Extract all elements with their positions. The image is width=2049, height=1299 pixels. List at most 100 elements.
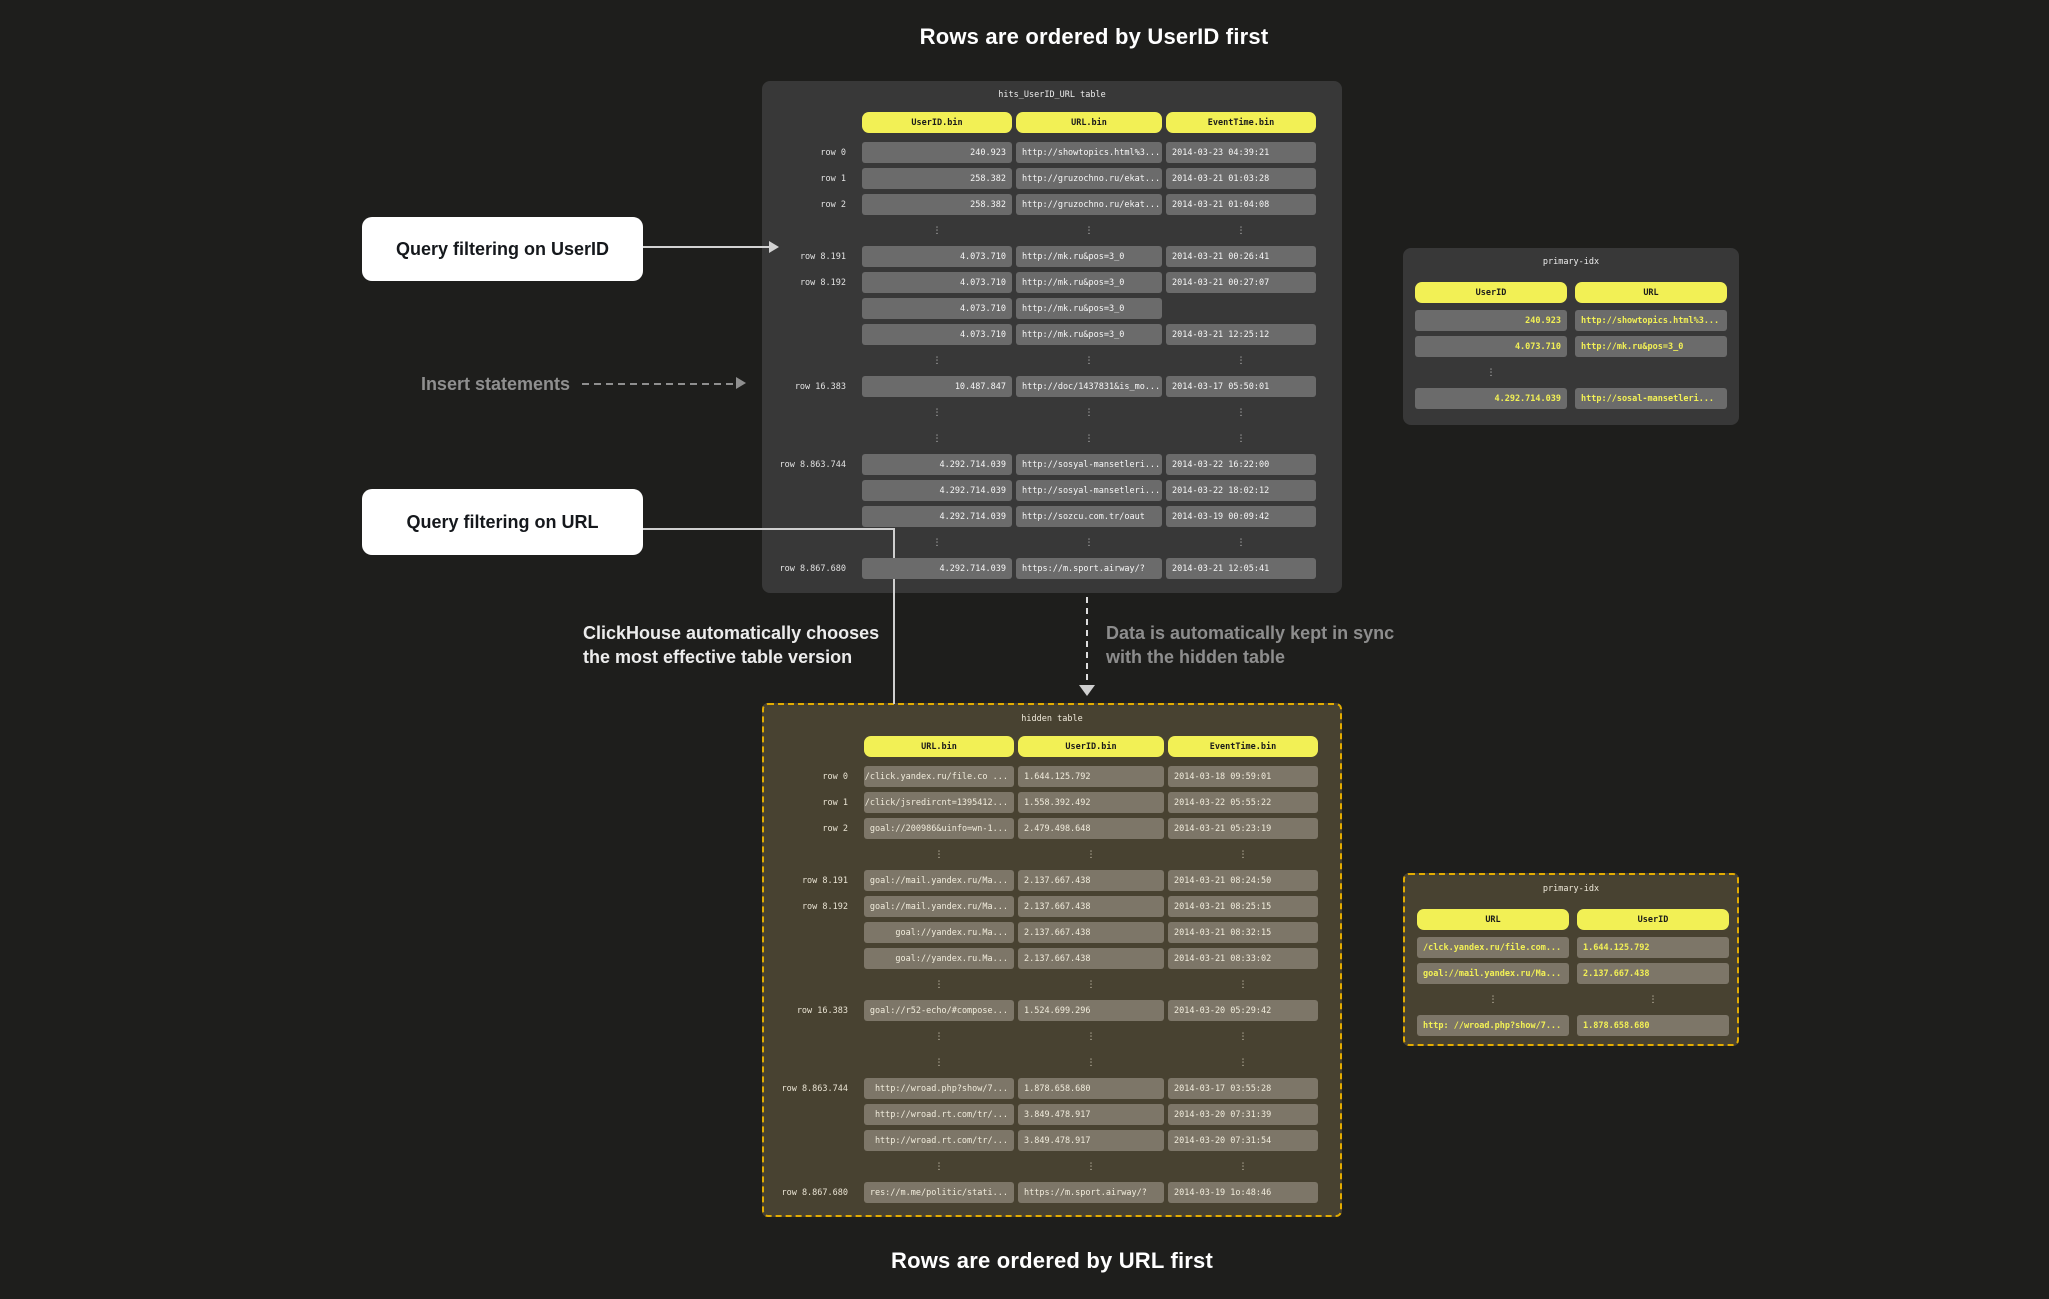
table-row: http: //wroad.php?show/7...1.878.658.680 [1417,1015,1729,1036]
sync-arrow-head-icon [1079,685,1095,696]
table-cell: http://mk.ru&pos=3_0 [1016,298,1162,319]
ellipsis: ⋮ [1488,994,1498,1005]
table-cell: 258.382 [862,168,1012,189]
ellipsis: ⋮ [1086,1161,1096,1172]
ellipsis-row: ⋮⋮ [1417,989,1729,1010]
column-header: UserID.bin [1018,736,1164,757]
ellipsis: ⋮ [934,1057,944,1068]
table-cell: 4.073.710 [1415,336,1567,357]
row-label [768,402,858,423]
primary-idx-userid-title: primary-idx [1542,257,1600,267]
table-cell: http://wroad.rt.com/tr/... [864,1104,1014,1125]
table-cell: http: //wroad.php?show/7... [1417,1015,1569,1036]
table-cell: res://m.me/politic/stati... [864,1182,1014,1203]
ellipsis [1575,362,1727,383]
table-cell: 2014-03-20 05:29:42 [1168,1000,1318,1021]
ellipsis: ⋮ [1084,225,1094,236]
table-cell: 2.137.667.438 [1018,870,1164,891]
sync-dashed-line [1086,597,1088,685]
row-label [768,428,858,449]
table-cell: 2014-03-19 00:09:42 [1166,506,1316,527]
ellipsis: ⋮ [1084,537,1094,548]
column-header: UserID.bin [862,112,1012,133]
ellipsis: ⋮ [932,225,942,236]
table-cell: https://m.sport.airway/? [1018,1182,1164,1203]
table-cell: 4.073.710 [862,298,1012,319]
table-cell: 2014-03-21 00:27:07 [1166,272,1316,293]
ellipsis: ⋮ [1238,849,1248,860]
insert-statements-arrow-head-icon [736,377,746,389]
table-cell: http://showtopics.html%3... [1016,142,1162,163]
table-cell: 2014-03-20 07:31:39 [1168,1104,1318,1125]
table-cell: 2014-03-21 12:25:12 [1166,324,1316,345]
row-label [770,1130,860,1151]
table-cell: 2.137.667.438 [1018,922,1164,943]
row-label: row 8.863.744 [779,459,846,470]
column-header: EventTime.bin [1168,736,1318,757]
table-cell: http://wroad.php?show/7... [864,1078,1014,1099]
table-cell: http://sosal-mansetleri... [1575,388,1727,409]
row-label [770,844,860,865]
row-label: row 2 [820,199,846,210]
ellipsis: ⋮ [932,537,942,548]
table-cell: http://doc/1437831&is_mo... [1016,376,1162,397]
table-version-note-line2: the most effective table version [583,647,853,667]
table-cell: 4.073.710 [862,272,1012,293]
column-header: UserID [1577,909,1729,930]
table-cell: 4.073.710 [862,246,1012,267]
query-userid-arrow-head-icon [769,241,779,253]
table-cell: 2.137.667.438 [1577,963,1729,984]
table-cell: 2014-03-21 08:25:15 [1168,896,1318,917]
row-label: row 8.863.744 [781,1083,848,1094]
table-cell: 2014-03-17 03:55:28 [1168,1078,1318,1099]
sync-note-line1: Data is automatically kept in sync [1106,623,1395,643]
table-row: row 0/click.yandex.ru/file.co ...1.644.1… [770,766,1318,787]
table-cell: http://mk.ru&pos=3_0 [1575,336,1727,357]
table-cell: http://gruzochno.ru/ekat... [1016,194,1162,215]
table-cell: 4.073.710 [862,324,1012,345]
table-cell: 240.923 [862,142,1012,163]
ellipsis-row: ⋮ ⋮ ⋮ [768,532,1316,553]
ellipsis: ⋮ [1086,1031,1096,1042]
ellipsis-row: ⋮⋮⋮ [768,350,1316,371]
query-filtering-url-callout: Query filtering on URL [362,489,643,555]
ellipsis: ⋮ [1084,355,1094,366]
row-label: row 1 [822,797,848,808]
row-label: row 2 [822,823,848,834]
ellipsis: ⋮ [934,1031,944,1042]
table-cell: 2014-03-20 07:31:54 [1168,1130,1318,1151]
top-caption: Rows are ordered by UserID first [919,24,1269,49]
ellipsis: ⋮ [934,849,944,860]
column-header: EventTime.bin [1166,112,1316,133]
row-label-spacer [768,112,858,133]
table-cell: http://mk.ru&pos=3_0 [1016,246,1162,267]
ellipsis: ⋮ [1086,849,1096,860]
ellipsis: ⋮ [932,407,942,418]
hits-table-title: hits_UserID_URL table [998,90,1106,100]
table-cell: 3.849.478.917 [1018,1104,1164,1125]
table-cell: http://gruzochno.ru/ekat... [1016,168,1162,189]
ellipsis: ⋮ [1236,537,1246,548]
table-cell: 2014-03-21 12:05:41 [1166,558,1316,579]
ellipsis: ⋮ [1236,225,1246,236]
ellipsis-row: ⋮ ⋮ ⋮ [768,220,1316,241]
row-label [768,506,858,527]
primary-idx-url-title: primary-idx [1542,884,1600,894]
table-cell: http://sosyal-mansetleri... [1016,454,1162,475]
hidden-table-title: hidden table [1021,714,1083,724]
ellipsis: ⋮ [932,433,942,444]
table-cell: 2014-03-19 1o:48:46 [1168,1182,1318,1203]
